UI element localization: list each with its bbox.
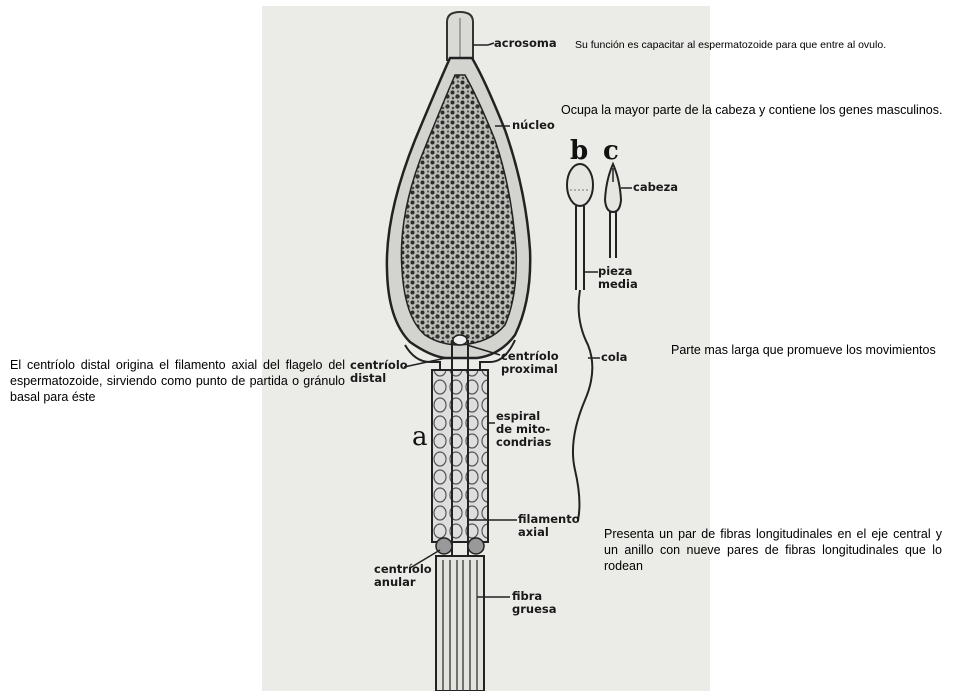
label-cola: cola xyxy=(601,351,627,364)
note-cabeza: Ocupa la mayor parte de la cabeza y cont… xyxy=(561,102,956,118)
label-filamento-axial: filamento axial xyxy=(518,513,580,539)
letter-a: a xyxy=(412,424,428,450)
label-espiral-mitocondrias: espiral de mito- condrias xyxy=(496,410,551,449)
letter-c: c xyxy=(603,138,619,164)
label-cabeza: cabeza xyxy=(633,181,678,194)
label-centriolo-proximal: centríolo proximal xyxy=(501,350,559,376)
sperm-b-head xyxy=(567,164,593,206)
sperm-c-midpiece xyxy=(610,212,616,258)
sperm-b-tail xyxy=(573,290,592,520)
note-centriolo: El centríolo distal origina el filamento… xyxy=(10,357,345,405)
label-nucleo: núcleo xyxy=(512,119,555,132)
label-acrosoma: acrosoma xyxy=(494,37,557,50)
label-fibra-gruesa: fibra gruesa xyxy=(512,590,557,616)
label-centriolo-anular: centríolo anular xyxy=(374,563,432,589)
note-flagelo: Presenta un par de fibras longitudinales… xyxy=(604,526,942,574)
note-acrosoma: Su función es capacitar al espermatozoid… xyxy=(575,38,900,52)
proximal-centriole-shape xyxy=(453,335,467,345)
letter-b: b xyxy=(570,138,588,164)
label-pieza-media: pieza media xyxy=(598,265,638,291)
middle-piece-shape xyxy=(432,370,488,542)
label-centriolo-distal: centríolo distal xyxy=(350,359,408,385)
note-cola: Parte mas larga que promueve los movimie… xyxy=(671,342,967,358)
sperm-b-midpiece xyxy=(576,206,584,290)
